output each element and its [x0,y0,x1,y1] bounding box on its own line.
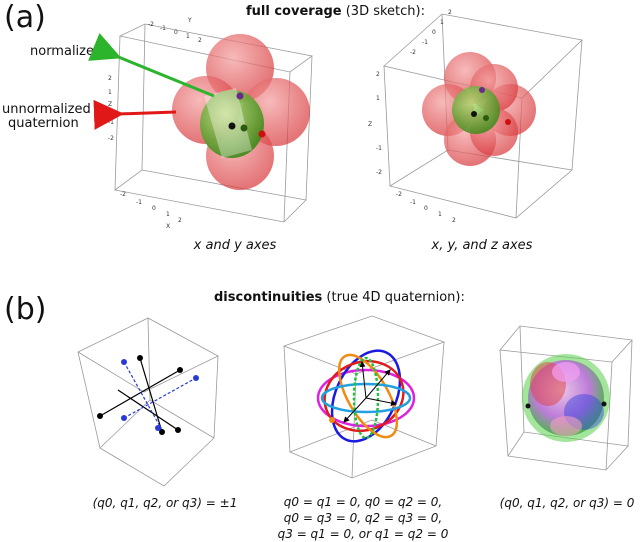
caption-xy-axes: x and y axes [193,238,277,253]
ticks-a-right: 2 1 0 -1 -2 2 1 Z -1 -2 -2 -1 0 1 2 [368,9,456,224]
svg-text:2: 2 [108,75,112,82]
svg-text:-1: -1 [376,145,382,152]
panel-a-heading-rest: (3D sketch): [341,4,425,19]
panel-b-heading-rest: (true 4D quaternion): [322,290,465,305]
svg-text:0: 0 [432,29,436,36]
svg-text:1: 1 [438,211,442,218]
caption-b-middle-line-1: q0 = q1 = 0, q0 = q2 = 0, [283,495,443,509]
box-b-left [77,317,219,487]
svg-text:-1: -1 [160,25,166,32]
svg-text:-1: -1 [108,119,114,126]
blob-b-right [522,354,610,442]
caption-b-middle: q0 = q1 = 0, q0 = q2 = 0, q0 = q3 = 0, q… [268,494,458,542]
box-b-middle [282,315,446,479]
axis-z-label-a2: Z [368,121,372,128]
svg-text:1: 1 [108,89,112,96]
label-quaternion: quaternion [8,116,79,131]
svg-text:-2: -2 [410,49,416,56]
svg-text:1: 1 [440,19,444,26]
panel-b-heading-bold: discontinuities [214,290,323,305]
svg-text:2: 2 [452,217,456,224]
svg-text:0: 0 [174,29,178,36]
svg-text:-1: -1 [422,39,428,46]
svg-text:2: 2 [376,71,380,78]
svg-text:2: 2 [178,217,182,224]
spheres-a-left [172,34,310,190]
caption-xyz-axes: x, y, and z axes [431,238,533,253]
svg-text:1: 1 [376,95,380,102]
caption-b-middle-line-2: q0 = q3 = 0, q2 = q3 = 0, [283,511,443,525]
arrow-normalized [88,33,215,98]
label-normalized: normalized [30,44,103,59]
caption-b-middle-line-3: q3 = q1 = 0, or q1 = q2 = 0 [277,527,449,541]
label-unnormalized: unnormalized [2,102,91,117]
svg-text:-1: -1 [136,199,142,206]
svg-text:0: 0 [152,205,156,212]
arrow-unnormalized [93,99,177,130]
panel-a-letter: (a) [4,0,46,35]
svg-text:0: 0 [424,205,428,212]
panel-b-heading: discontinuities (true 4D quaternion): [214,290,465,305]
rings-b-middle [316,349,416,443]
spheres-a-right [422,52,536,166]
point-purple [236,92,244,100]
caption-b-right: (q0, q1, q2, or q3) = 0 [499,496,635,510]
svg-text:2: 2 [448,9,452,16]
panel-b-letter: (b) [4,292,47,327]
panel-a-heading-bold: full coverage [246,4,342,19]
svg-text:-2: -2 [108,135,114,142]
svg-text:-2: -2 [148,21,154,28]
svg-text:2: 2 [198,37,202,44]
point-green [240,124,248,132]
axis-z-label-a: Z [108,101,112,108]
axis-y-label-a: Y [187,17,192,24]
point-black [228,122,236,130]
svg-text:-2: -2 [376,169,382,176]
panel-a-heading: full coverage (3D sketch): [246,4,425,19]
caption-b-left: (q0, q1, q2, or q3) = ±1 [92,496,238,510]
svg-text:-2: -2 [396,191,402,198]
lines-b-left [97,355,199,435]
svg-text:1: 1 [166,211,170,218]
green-sphere-right [452,86,500,134]
axis-x-label-a: X [166,223,170,230]
svg-text:-2: -2 [120,191,126,198]
svg-text:1: 1 [186,33,190,40]
svg-text:-1: -1 [410,199,416,206]
point-red [258,130,266,138]
